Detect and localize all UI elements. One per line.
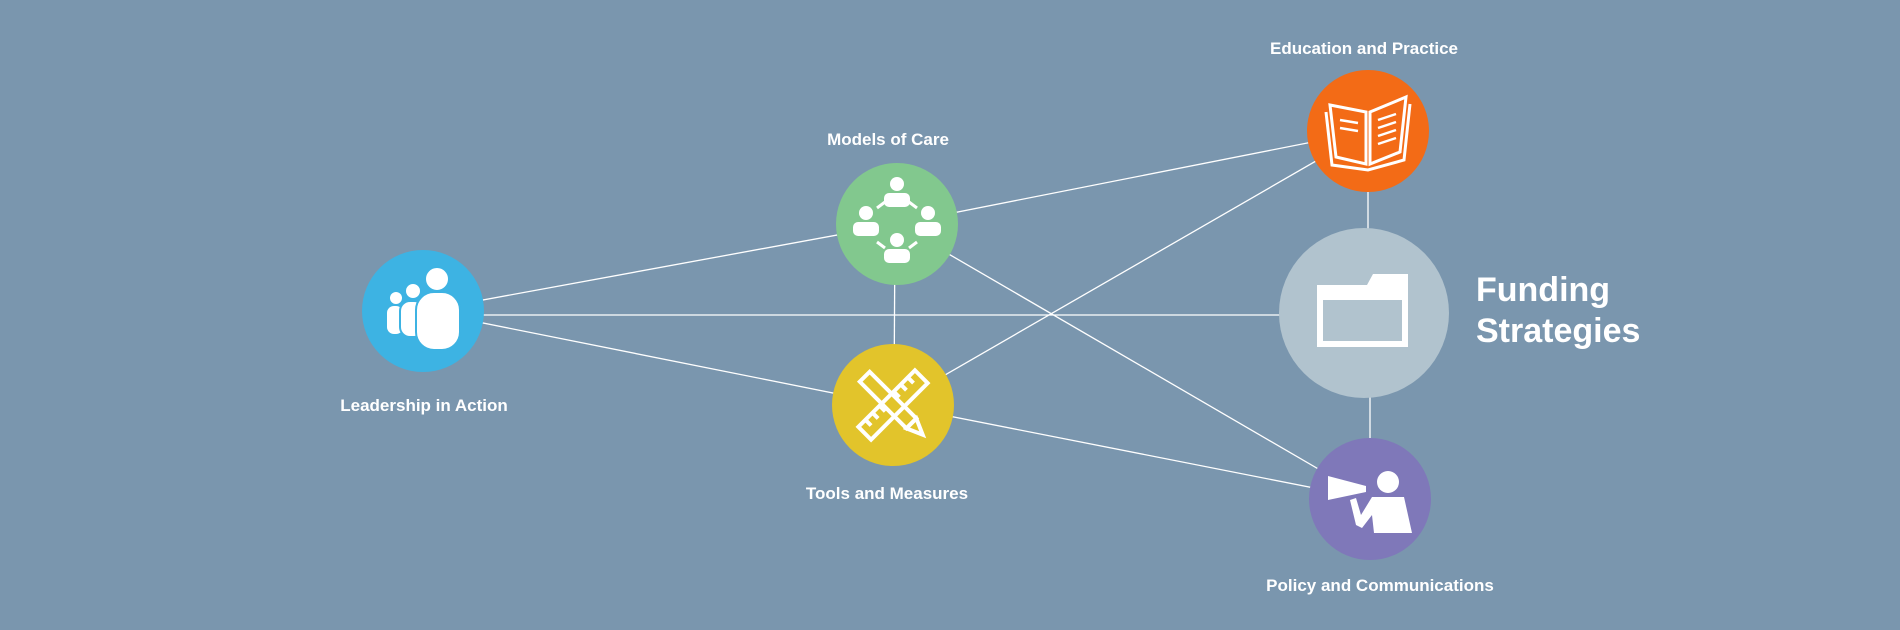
- line-models-policy: [896, 223, 1371, 500]
- line-tools-education: [892, 130, 1369, 406]
- node-tools[interactable]: [832, 344, 954, 466]
- education-label: Education and Practice: [1270, 39, 1458, 58]
- team-network-icon: [853, 177, 941, 263]
- open-book-icon: [1324, 94, 1412, 172]
- models-circle: [836, 163, 958, 285]
- line-leadership-models: [422, 223, 898, 312]
- people-group-icon: [387, 266, 461, 351]
- funding-label-line1: Funding: [1476, 271, 1611, 309]
- node-leadership[interactable]: [362, 250, 484, 372]
- models-label: Models of Care: [827, 130, 949, 149]
- policy-label: Policy and Communications: [1266, 576, 1494, 595]
- node-funding[interactable]: [1279, 228, 1449, 398]
- education-circle: [1307, 70, 1429, 192]
- funding-label: Funding Strategies: [1476, 270, 1640, 352]
- ruler-pencil-icon: [855, 367, 931, 443]
- tools-circle: [832, 344, 954, 466]
- folder-icon: [1317, 274, 1408, 347]
- node-education[interactable]: [1307, 70, 1429, 192]
- megaphone-speaker-icon: [1328, 471, 1412, 533]
- funding-label-line2: Strategies: [1476, 312, 1641, 350]
- node-policy[interactable]: [1309, 438, 1431, 560]
- line-leadership-tools: [422, 310, 894, 406]
- line-tools-policy: [892, 404, 1371, 500]
- policy-circle: [1309, 438, 1431, 560]
- line-models-education: [896, 130, 1369, 225]
- node-models[interactable]: [836, 163, 958, 285]
- tools-label: Tools and Measures: [805, 484, 969, 503]
- leadership-label: Leadership in Action: [340, 396, 508, 415]
